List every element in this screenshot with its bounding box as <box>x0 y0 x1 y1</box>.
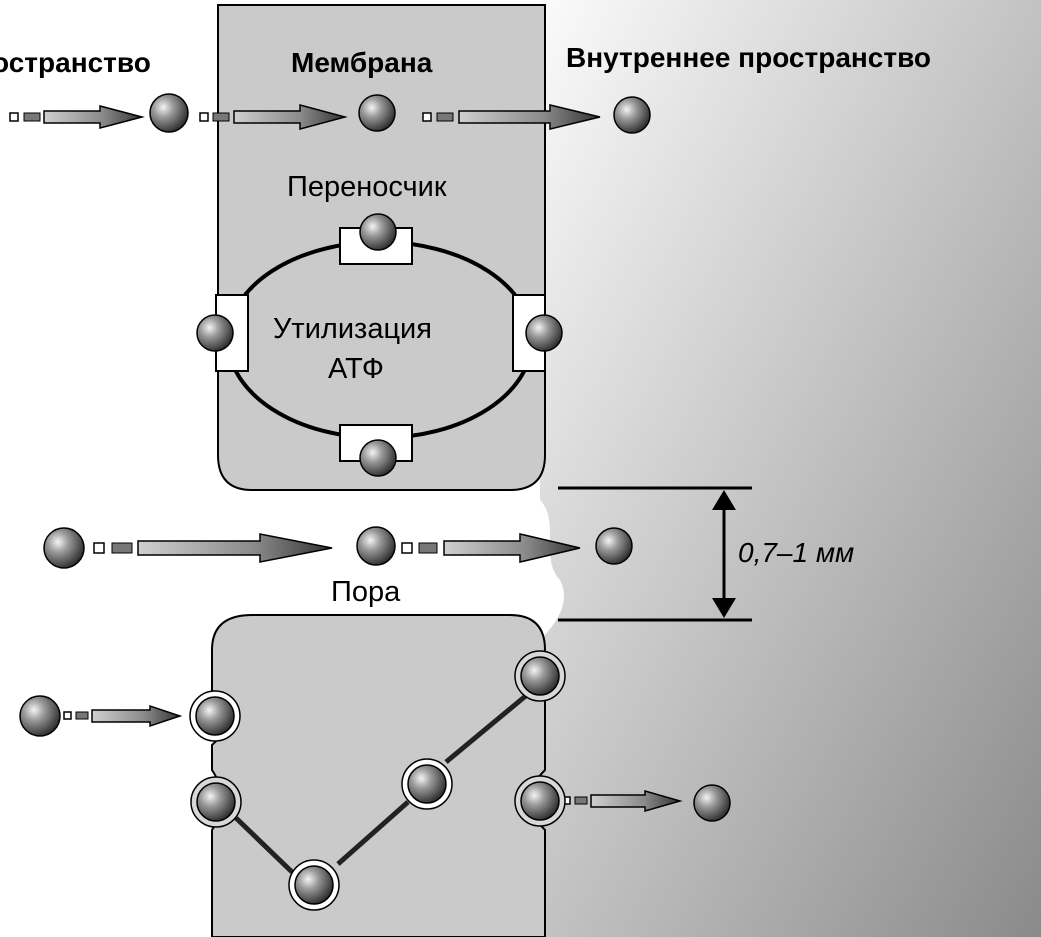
molecule-pore-1 <box>43 527 85 569</box>
pore-dimension <box>558 486 752 622</box>
inner-space-region <box>540 0 1041 937</box>
atp-label-line2: АТФ <box>328 353 384 385</box>
molecule-lower-4 <box>407 764 447 804</box>
molecule-top-1 <box>149 93 189 133</box>
molecule-carrier-top <box>359 213 397 251</box>
molecule-pore-2 <box>356 526 396 566</box>
atp-label-line1: Утилизация <box>273 313 432 345</box>
inner-space-label: Внутреннее пространство <box>566 42 931 73</box>
membrane-label: Мембрана <box>291 47 433 78</box>
molecule-top-2 <box>358 94 396 132</box>
outer-space-label: остранство <box>0 47 151 78</box>
molecule-lower-2 <box>196 782 236 822</box>
molecule-lower-3 <box>294 865 334 905</box>
molecule-lower-1 <box>195 696 235 736</box>
lower-arrows <box>63 692 683 874</box>
molecule-lower-5 <box>520 656 560 696</box>
membrane-lower <box>211 614 547 937</box>
molecule-carrier-bottom <box>359 439 397 477</box>
top-arrows <box>9 104 601 130</box>
pore-label: Пора <box>331 576 401 608</box>
molecule-lower-inside <box>693 784 731 822</box>
molecule-carrier-right <box>525 314 563 352</box>
pore-arrows <box>93 533 581 563</box>
pore-size-label: 0,7–1 мм <box>738 537 854 568</box>
carrier-label: Переносчик <box>287 171 447 203</box>
molecule-lower-6 <box>520 781 560 821</box>
molecule-pore-3 <box>595 527 633 565</box>
molecule-carrier-left <box>196 314 234 352</box>
molecule-top-3 <box>613 96 651 134</box>
molecule-lower-outside <box>19 695 61 737</box>
